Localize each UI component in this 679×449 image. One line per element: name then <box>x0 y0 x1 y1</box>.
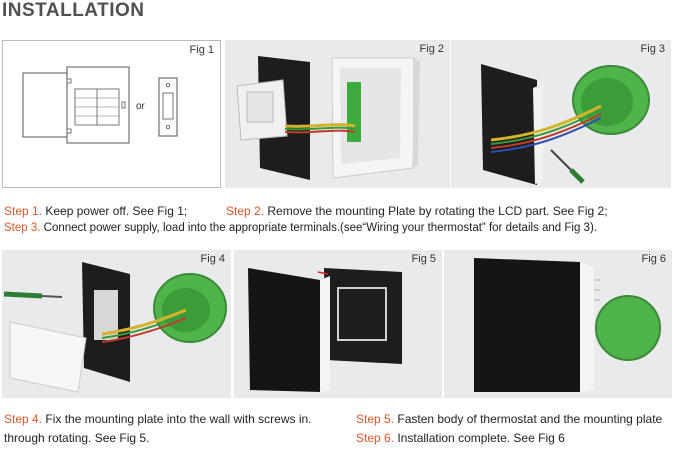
step-6-text: Installation complete. See Fig 6 <box>394 431 565 445</box>
page-title: INSTALLATION <box>2 0 145 21</box>
step-4-number: Step 4. <box>4 412 43 426</box>
step-5-text: Fasten body of thermostat and the mounti… <box>394 412 663 426</box>
step-6-number: Step 6. <box>356 431 395 445</box>
step-4-text: Fix the mounting plate into the wall wit… <box>42 412 312 426</box>
wiring-illustration <box>481 64 650 185</box>
figure-1-label: Fig 1 <box>189 44 214 56</box>
step-1: Step 1. Keep power off. See Fig 1; <box>4 204 187 218</box>
step-5-number: Step 5. <box>356 412 395 426</box>
figure-6-label: Fig 6 <box>641 253 666 265</box>
figure-1-or-text: or <box>136 101 145 112</box>
step-4: Step 4. Fix the mounting plate into the … <box>4 412 312 426</box>
screw-mounting-illustration <box>3 262 227 393</box>
figure-2: Fig 2 <box>225 40 450 188</box>
figure-2-label: Fig 2 <box>419 43 444 55</box>
figure-4: Fig 4 <box>2 250 231 398</box>
fasten-body-illustration <box>248 268 402 392</box>
thermostat-back-illustration <box>236 56 420 180</box>
figure-1: Fig 1 or <box>2 40 221 188</box>
step-1-text: Keep power off. See Fig 1; <box>42 204 188 218</box>
step-5: Step 5. Fasten body of thermostat and th… <box>356 412 662 426</box>
step-3-number: Step 3. <box>4 222 41 234</box>
step-3-text: Connect power supply, load into the appr… <box>40 222 597 234</box>
figure-3-label: Fig 3 <box>640 43 665 55</box>
breaker-panel-illustration <box>22 66 178 144</box>
step-4-text-continued: through rotating. See Fig 5. <box>4 431 150 445</box>
completed-installation-illustration <box>474 258 661 392</box>
step-2-text: Remove the mounting Plate by rotating th… <box>264 204 608 218</box>
figure-5: Fig 5 <box>234 250 442 398</box>
figure-6: Fig 6 <box>444 250 672 398</box>
step-3: Step 3. Connect power supply, load into … <box>4 222 597 234</box>
step-1-number: Step 1. <box>4 204 43 218</box>
figure-5-label: Fig 5 <box>411 253 436 265</box>
figure-4-label: Fig 4 <box>200 253 225 265</box>
figure-3: Fig 3 <box>451 40 671 188</box>
step-6: Step 6. Installation complete. See Fig 6 <box>356 431 565 445</box>
step-4-continued: through rotating. See Fig 5. <box>4 431 149 445</box>
step-2-number: Step 2. <box>226 204 265 218</box>
step-2: Step 2. Remove the mounting Plate by rot… <box>226 204 608 218</box>
